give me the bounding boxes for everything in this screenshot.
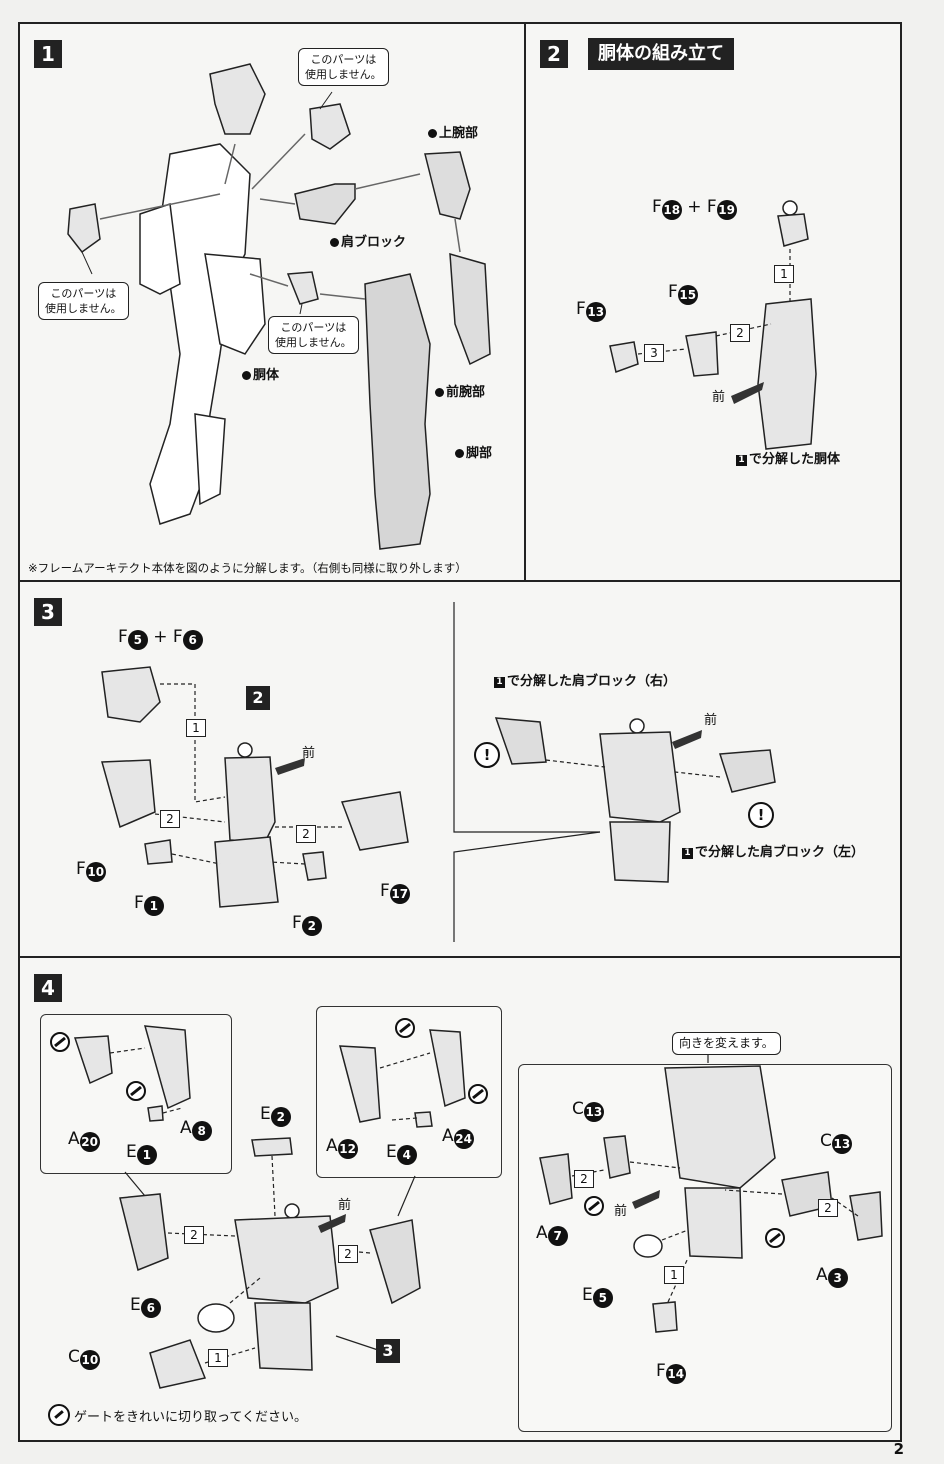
step1-illustration (67, 63, 491, 550)
unused-callout-left: このパーツは 使用しません。 (38, 282, 129, 320)
unused-callout-top: このパーツは 使用しません。 (298, 48, 389, 86)
unused-callout-mid: このパーツは 使用しません。 (268, 316, 359, 354)
warning-icon-left-shoulder: ! (748, 802, 774, 828)
subassembly-ref-2: 2 (246, 686, 270, 710)
step1-number: 1 (34, 40, 62, 68)
front-label-right: 前 (704, 713, 718, 728)
front-label-side: 前 (614, 1204, 628, 1219)
seq-1: 1 (186, 719, 206, 737)
seq-2-side-left: 2 (574, 1170, 594, 1188)
seq-1: 1 (208, 1349, 228, 1367)
step1-panel: 1 (18, 22, 526, 582)
front-label-left: 前 (302, 746, 316, 761)
seq-2-right: 2 (338, 1245, 358, 1263)
warning-icon-right-shoulder: ! (474, 742, 500, 768)
gate-note: ゲートをきれいに切り取ってください。 (48, 1404, 307, 1426)
step3-number: 3 (34, 598, 62, 626)
label-shoulder-block: 肩ブロック (330, 231, 406, 250)
step4-number: 4 (34, 974, 62, 1002)
step2-number: 2 (540, 40, 568, 68)
seq-1-side: 1 (664, 1266, 684, 1284)
label-torso: 胴体 (242, 364, 279, 383)
step2-illustration (609, 200, 817, 450)
seq-2-left: 2 (160, 810, 180, 828)
label-leg: 脚部 (455, 442, 492, 461)
seq-2: 2 (730, 324, 750, 342)
page-number: 2 (893, 1440, 904, 1458)
subassembly-ref-3: 3 (376, 1339, 400, 1363)
gate-cut-icon (48, 1404, 70, 1426)
seq-1: 1 (774, 265, 794, 283)
label-forearm: 前腕部 (435, 381, 485, 400)
front-label: 前 (712, 390, 726, 405)
seq-2-side-right: 2 (818, 1199, 838, 1217)
rotate-callout: 向きを変えます。 (672, 1032, 781, 1055)
step4-illustration (50, 1018, 883, 1389)
front-label-main: 前 (338, 1198, 352, 1213)
step1-footnote: ※フレームアーキテクト本体を図のように分解します。（右側も同様に取り外します） (28, 561, 467, 575)
seq-2-left: 2 (184, 1226, 204, 1244)
step4-panel: 4 (18, 956, 902, 1442)
step2-title: 胴体の組み立て (588, 38, 734, 70)
seq-2-right: 2 (296, 825, 316, 843)
seq-3: 3 (644, 344, 664, 362)
step3-illustration (101, 602, 776, 942)
label-upper-arm: 上腕部 (428, 122, 478, 141)
